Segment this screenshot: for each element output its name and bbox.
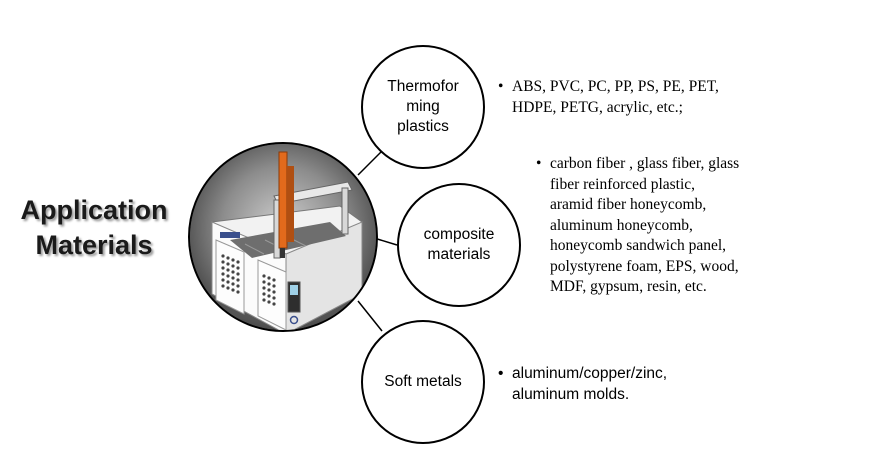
connector-soft-metals [357,300,383,332]
list-item: carbon fiber , glass fiber, glass fiber … [536,154,741,298]
category-node-soft-metals: Soft metals [361,320,485,444]
connector-thermoforming [357,150,383,176]
page-title: Application Materials [8,193,180,263]
list-item: aluminum/copper/zinc, aluminum molds. [498,364,728,405]
category-node-composite-materials: composite materials [397,183,521,307]
list-item: ABS, PVC, PC, PP, PS, PE, PET, HDPE, PET… [498,77,728,118]
machine-image-hub [188,142,378,332]
cnc-router-machine-icon [190,144,376,330]
category-label: Thermofor ming plastics [387,78,459,135]
soft-metals-list: aluminum/copper/zinc, aluminum molds. [498,364,728,405]
composite-materials-list: carbon fiber , glass fiber, glass fiber … [536,154,741,298]
title-line-1: Application [20,195,168,225]
category-label: composite materials [423,226,495,263]
category-label: Soft metals [384,373,462,390]
thermoforming-materials-list: ABS, PVC, PC, PP, PS, PE, PET, HDPE, PET… [498,77,728,118]
title-line-2: Materials [35,230,153,260]
category-node-thermoforming-plastics: Thermofor ming plastics [361,45,485,169]
